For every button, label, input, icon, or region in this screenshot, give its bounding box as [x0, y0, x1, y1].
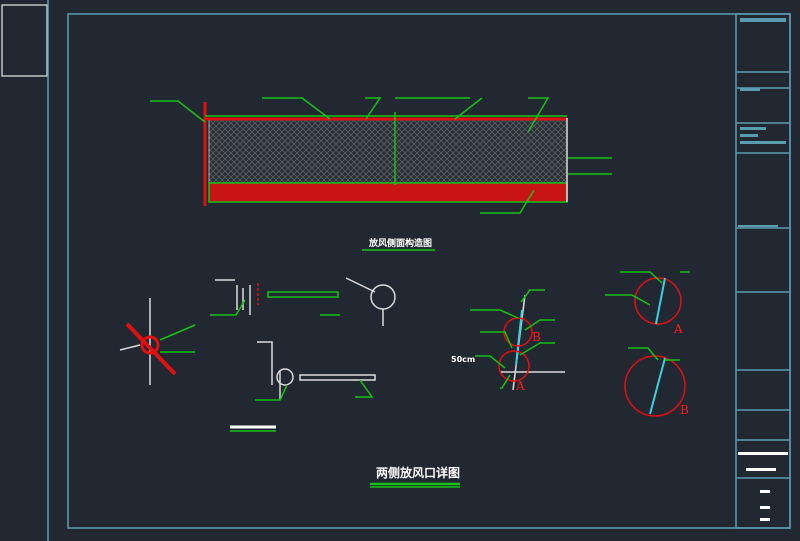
- section-title: 放风侧面构造图: [368, 237, 432, 249]
- side-section-view[interactable]: [150, 97, 612, 214]
- main-title: 两侧放风口详图: [376, 465, 460, 480]
- viewport-box: [1, 4, 48, 77]
- red-base-strip: [208, 182, 568, 203]
- hatched-fill: [208, 119, 568, 184]
- crank-detail-top[interactable]: [210, 277, 396, 326]
- detail-a-enlarged[interactable]: A: [605, 271, 690, 336]
- leader-lines: [150, 97, 612, 214]
- crank-detail-left[interactable]: [119, 298, 196, 385]
- install-detail[interactable]: 50cm B A: [451, 289, 565, 393]
- crank-detail-bottom[interactable]: [230, 341, 376, 432]
- dimension-label: 50cm: [451, 355, 475, 364]
- mark-a-small: A: [515, 379, 525, 393]
- mark-b-small: B: [532, 330, 541, 344]
- title-block: [735, 13, 791, 529]
- mark-b: B: [680, 403, 689, 417]
- mark-a: A: [673, 322, 683, 336]
- detail-circle-a: [498, 350, 530, 382]
- detail-b-enlarged[interactable]: B: [624, 347, 689, 417]
